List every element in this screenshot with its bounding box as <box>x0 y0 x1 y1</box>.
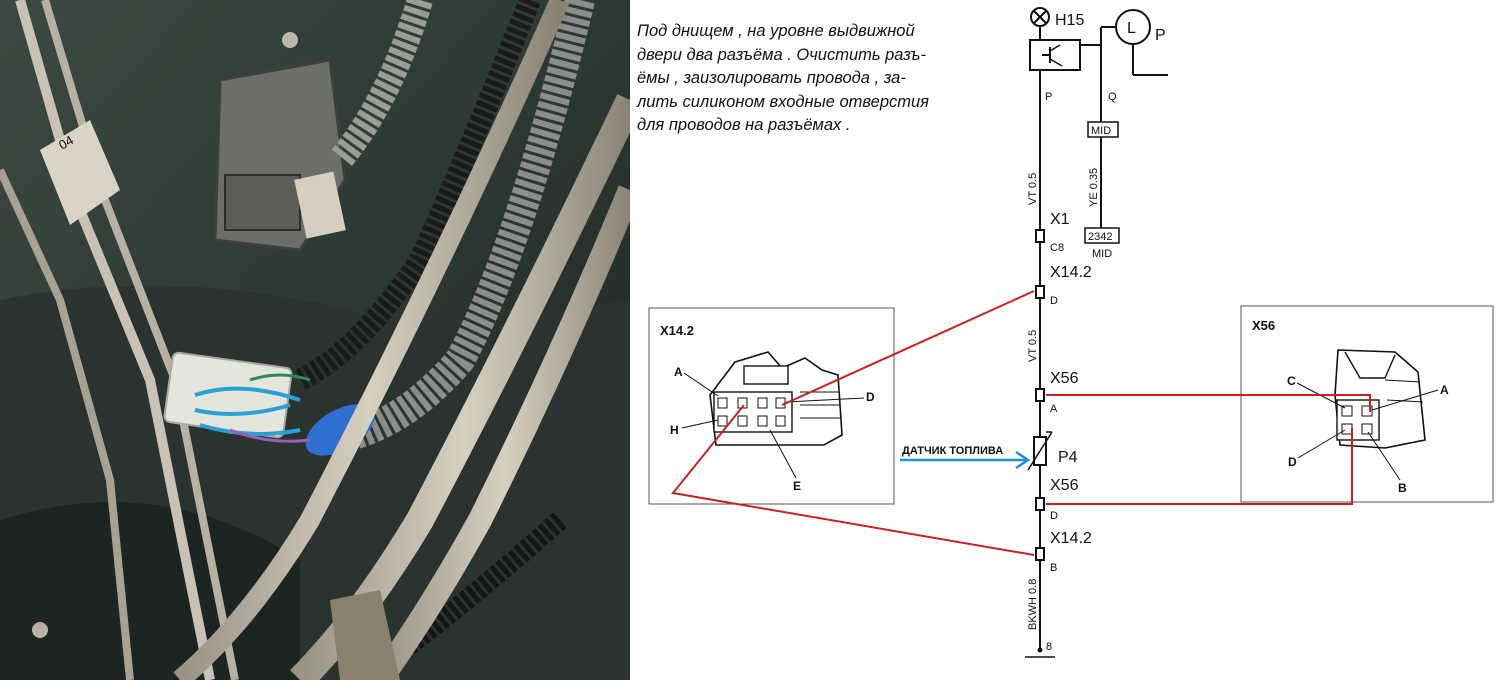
mid-box-bottom-label: MID <box>1092 248 1112 260</box>
note-line-1: Под днищем , на уровне выдвижной <box>637 22 915 40</box>
label-pin-a: A <box>1050 403 1058 415</box>
note-line-4: лить силиконом входные отверстия <box>637 92 929 111</box>
connector-x56-top-pin <box>1035 388 1045 402</box>
label-x56-bottom: X56 <box>1050 477 1079 494</box>
photo-illustration: 04 <box>0 0 630 680</box>
mid-box-top <box>1087 121 1119 138</box>
red-wire-x14-bottom-to-b <box>671 404 1035 556</box>
lamp-h15-icon <box>1030 7 1050 27</box>
wire-ye: YE 0.35 <box>1088 168 1100 207</box>
x56-pin-b: B <box>1398 481 1407 495</box>
connector-x14-top-pin <box>1035 285 1045 299</box>
label-x14-top: X14.2 <box>1050 264 1092 281</box>
lamp-label: H15 <box>1055 12 1084 29</box>
mid-box-number: 2342 <box>1088 231 1112 243</box>
x56-connector-icon <box>1334 349 1426 449</box>
note-line-3: ёмы , заизолировать провода , за- <box>637 69 906 87</box>
label-pin-d-bottom: D <box>1050 510 1058 522</box>
label-x14-bottom: X14.2 <box>1050 530 1092 547</box>
wire-bkwh: BKWH 0.8 <box>1027 579 1039 630</box>
wire-q-label: Q <box>1108 91 1117 103</box>
photo-tag-text: 04 <box>56 132 76 152</box>
x56-pin-c: C <box>1287 374 1296 388</box>
wire-p-label: P <box>1045 91 1052 103</box>
inset-x56: X56 C A D B <box>1240 305 1494 503</box>
connector-x1-pin <box>1035 229 1045 243</box>
photo-tag <box>40 120 120 225</box>
gauge-label: P <box>1155 27 1166 44</box>
transistor-icon <box>1029 39 1081 71</box>
sensor-label: ДАТЧИК ТОПЛИВА <box>902 445 1003 457</box>
label-pin-b: B <box>1050 562 1057 574</box>
mid-box-bottom <box>1084 227 1120 244</box>
label-c8: C8 <box>1050 242 1064 254</box>
label-p4: P4 <box>1058 449 1078 466</box>
x14-pin-h: H <box>670 423 679 437</box>
x14-pin-d: D <box>866 390 875 404</box>
red-wire-x56-d <box>1046 428 1353 505</box>
wire-vt-top: VT 0.5 <box>1027 173 1039 205</box>
mid-box-top-label: MID <box>1091 125 1111 137</box>
wire-vt-mid: VT 0.5 <box>1027 330 1039 362</box>
label-x56-top: X56 <box>1050 370 1079 387</box>
red-wires <box>671 290 1371 556</box>
gauge-letter: L <box>1127 20 1136 37</box>
red-wire-x56-a <box>1046 394 1371 412</box>
connector-x56-bottom-pin <box>1035 497 1045 511</box>
instruction-note: Под днищем , на уровне выдвижной двери д… <box>637 20 997 138</box>
inset-x56-title: X56 <box>1252 318 1275 333</box>
connector-x14-bottom-pin <box>1035 547 1045 561</box>
note-line-5: для проводов на разъёмах . <box>637 116 851 134</box>
label-x1: X1 <box>1050 211 1070 228</box>
x14-pin-a: A <box>674 365 683 379</box>
red-wire-x14-top-to-d <box>781 290 1035 406</box>
inset-x14-title: X14.2 <box>660 323 694 338</box>
grey-conduit <box>327 0 595 455</box>
engine-bay-photo: 04 <box>0 0 630 680</box>
sensor-arrow-icon <box>900 450 1031 470</box>
note-line-2: двери два разъёма . Очистить разъ- <box>637 45 926 64</box>
label-pin-d-top: D <box>1050 295 1058 307</box>
ground-label: 8 <box>1046 641 1052 653</box>
x14-pin-e: E <box>793 479 801 493</box>
x56-pin-a: A <box>1440 383 1449 397</box>
fuel-sensor-p4-icon <box>1027 431 1053 471</box>
x14-connector-icon <box>709 351 843 446</box>
x56-pin-d: D <box>1288 455 1297 469</box>
black-conduit <box>294 0 541 390</box>
inset-x14: X14.2 A H D E <box>648 307 895 505</box>
gauge-icon: L <box>1115 9 1151 45</box>
